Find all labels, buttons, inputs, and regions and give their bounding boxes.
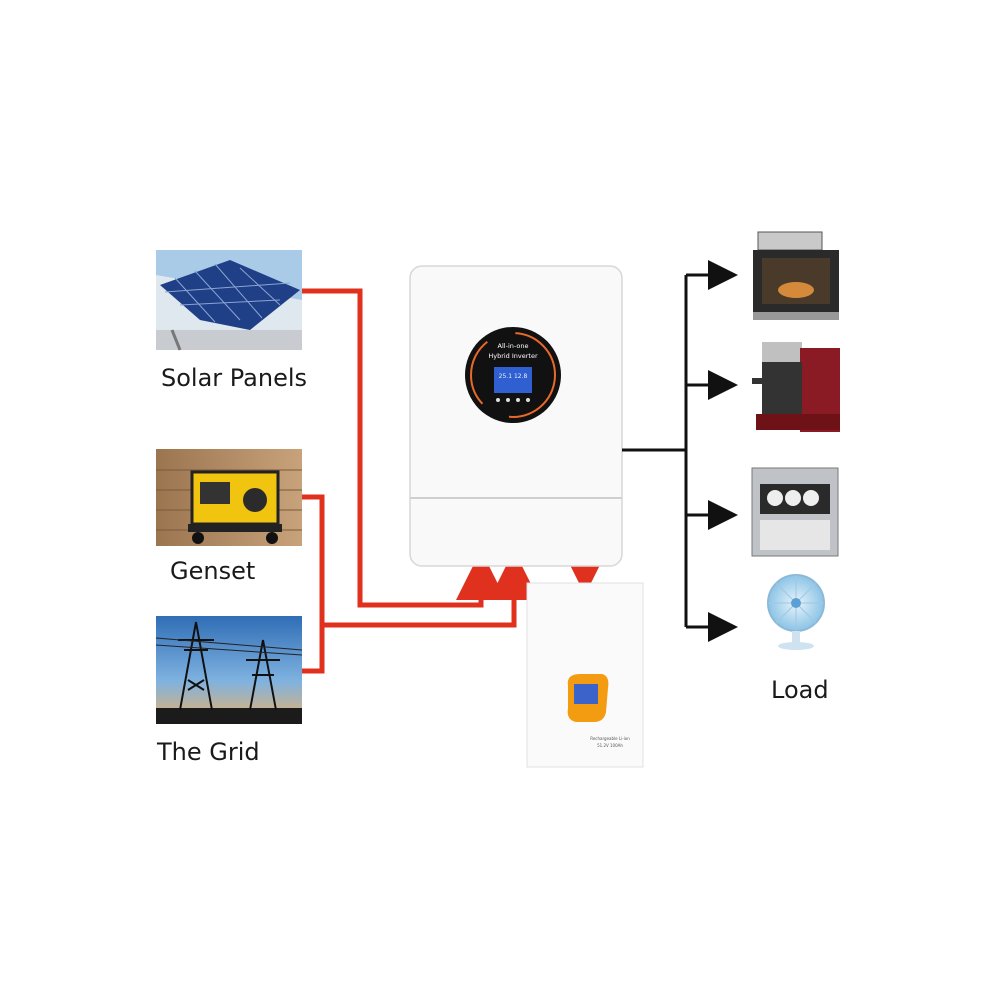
- coffee-machine-icon: [752, 342, 840, 432]
- battery-small-text-2: 51.2V 100Ah: [597, 743, 623, 748]
- oven-icon: [753, 231, 839, 320]
- genset-label: Genset: [170, 557, 256, 585]
- power-tower-icon: [155, 616, 303, 724]
- the-grid-label: The Grid: [157, 738, 260, 766]
- dishwasher-icon: [751, 467, 839, 557]
- fan-icon: [767, 574, 825, 650]
- generator-icon: [156, 449, 302, 546]
- inverter-title-line1: All-in-one: [498, 342, 529, 350]
- solar-panel-icon: [156, 250, 302, 351]
- load-connections: [622, 260, 738, 642]
- inverter-readout: 25.1 12.8: [499, 373, 528, 380]
- load-label: Load: [771, 676, 829, 704]
- solar-panels-label: Solar Panels: [161, 364, 308, 392]
- inverter-title-line2: Hybrid Inverter: [488, 352, 538, 360]
- source-connections: [302, 288, 539, 674]
- battery-small-text-1: Rechargeable Li-ion: [590, 736, 630, 741]
- battery-icon: Rechargeable Li-ion 51.2V 100Ah: [526, 582, 644, 768]
- inverter-icon: All-in-one Hybrid Inverter 25.1 12.8: [409, 265, 623, 567]
